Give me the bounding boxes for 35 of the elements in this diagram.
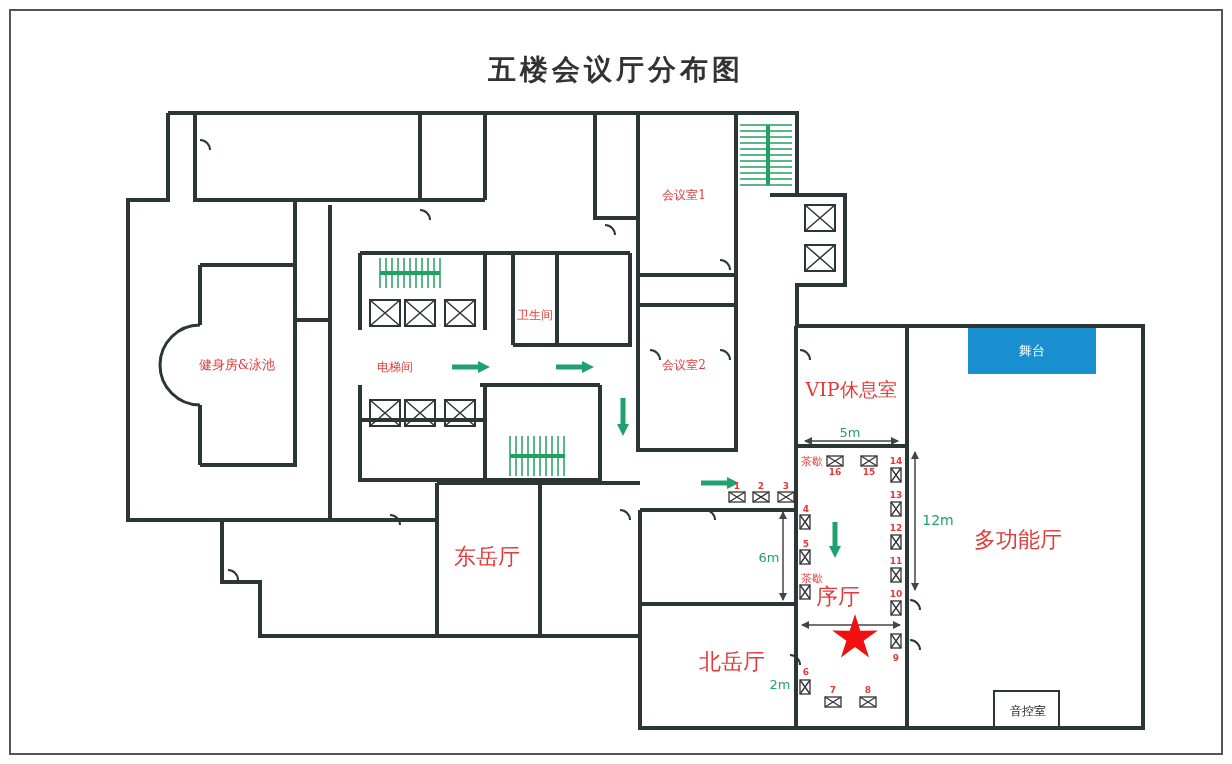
table-note: 茶歇: [801, 570, 823, 585]
table-number: 14: [889, 456, 903, 466]
table-number: 13: [889, 490, 903, 500]
dimension-label: 6m: [758, 549, 780, 565]
room-label: 卫生间: [517, 306, 553, 324]
table-number: 2: [757, 481, 765, 491]
table-number: 4: [802, 504, 810, 514]
stage-area: 舞台: [968, 328, 1096, 374]
table-number: 1: [733, 481, 741, 491]
table-number: 15: [862, 467, 876, 477]
room-label: 序厅: [816, 584, 860, 611]
room-label: 会议室1: [662, 186, 706, 204]
room-label: 多功能厅: [974, 526, 1062, 554]
room-label: 会议室2: [662, 356, 706, 374]
room: 音控室: [993, 690, 1060, 728]
dimension-label: 12m: [922, 512, 954, 528]
dimension-label: 5m: [839, 424, 861, 440]
table-number: 6: [802, 667, 810, 677]
room-label: 北岳厅: [699, 648, 765, 676]
table-number: 9: [892, 653, 900, 663]
table-number: 11: [889, 556, 903, 566]
title: 五楼会议厅分布图: [488, 52, 744, 88]
table-number: 3: [782, 481, 790, 491]
room-label: 东岳厅: [454, 543, 520, 571]
table-number: 10: [889, 589, 903, 599]
table-number: 8: [864, 685, 872, 695]
area-label: 电梯间: [377, 358, 413, 376]
table-number: 7: [829, 685, 837, 695]
table-note: 茶歇: [801, 453, 823, 469]
dimension-label: 2m: [769, 676, 791, 692]
room-label: 健身房&泳池: [198, 356, 276, 374]
table-number: 16: [828, 467, 842, 477]
table-number: 5: [802, 539, 810, 549]
table-number: 12: [889, 523, 903, 533]
room-label: VIP休息室: [805, 377, 897, 402]
